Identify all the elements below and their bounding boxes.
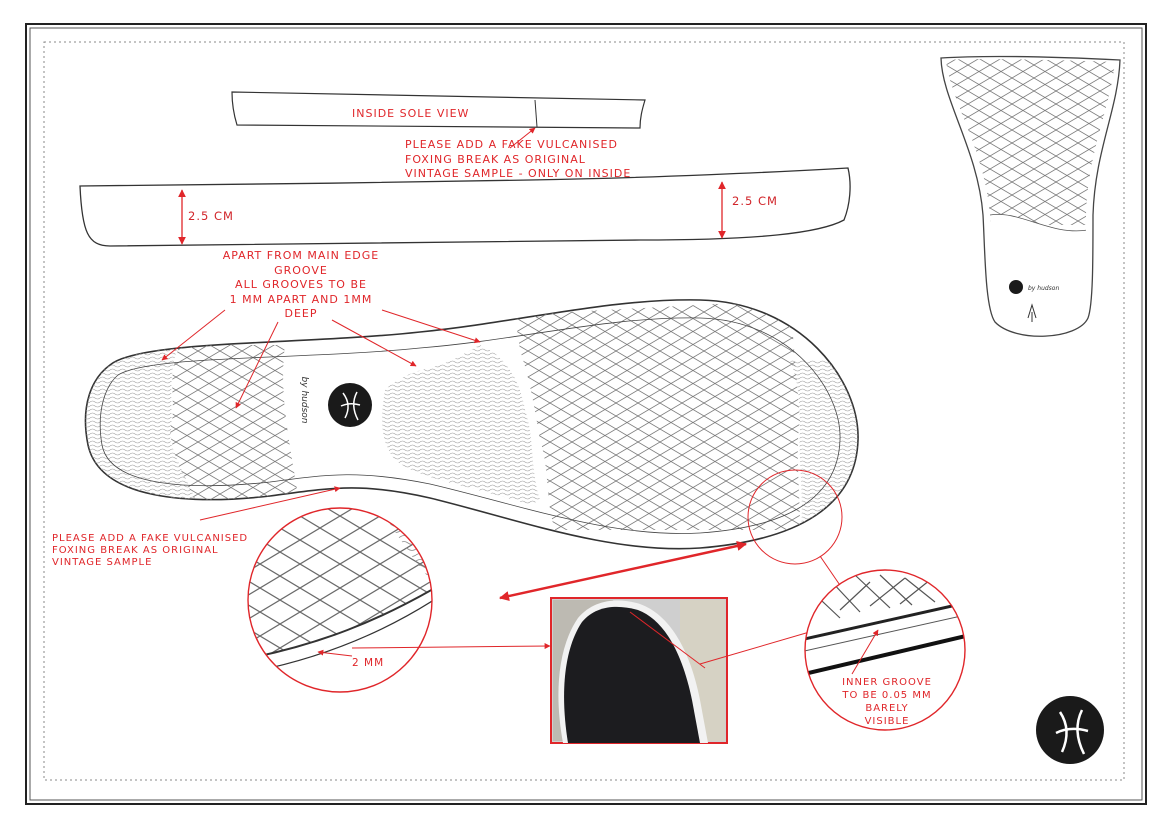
insole-logo-icon <box>1009 280 1023 294</box>
inner-frame <box>29 27 1143 801</box>
label-height-right: 2.5 CM <box>732 194 778 208</box>
foxing-arrow-top <box>509 127 536 149</box>
note-line: FOXING BREAK AS ORIGINAL <box>52 545 219 556</box>
note-line: FOXING BREAK AS ORIGINAL <box>405 152 586 166</box>
photo-link-line <box>351 643 551 650</box>
outsole-bottom-view <box>84 299 859 550</box>
note-line: GROOVE <box>274 263 328 277</box>
note-line: VINTAGE SAMPLE <box>52 557 153 568</box>
detail-circle-small <box>747 469 843 565</box>
note-line: PLEASE ADD A FAKE VULCANISED <box>405 138 618 151</box>
note-line: 1 MM APART AND 1MM <box>229 292 373 306</box>
groove-detail-zoom <box>804 569 966 731</box>
brand-script-sole: by hudson <box>299 377 309 424</box>
corner-logo-icon <box>1036 696 1104 764</box>
note-line: VINTAGE SAMPLE - ONLY ON INSIDE <box>405 167 632 180</box>
note-line: ALL GROOVES TO BE <box>235 278 367 291</box>
foxing-break-line <box>534 99 538 128</box>
brand-script-insole: by hudson <box>1028 285 1059 292</box>
note-line: PLEASE ADD A FAKE VULCANISED <box>52 533 249 544</box>
sample-photo <box>550 597 728 744</box>
label-edge-width: 2 MM <box>352 657 385 669</box>
note-line: DEEP <box>284 307 318 320</box>
groove-arrows <box>161 309 481 521</box>
note-inner-groove: INNER GROOVE TO BE 0.05 MM BARELY VISIBL… <box>832 676 942 728</box>
sole-logo-icon <box>328 383 372 427</box>
inner-groove-arrow <box>851 629 879 675</box>
insole-view: by hudson <box>940 55 1121 337</box>
edge-width-marker <box>317 649 353 657</box>
outer-frame <box>25 23 1147 805</box>
inside-sole-strip <box>231 91 646 129</box>
note-grooves: APART FROM MAIN EDGE GROOVE ALL GROOVES … <box>196 249 406 322</box>
edge-detail-zoom <box>247 507 433 693</box>
note-line: APART FROM MAIN EDGE <box>222 249 380 262</box>
note-line: INNER GROOVE <box>842 677 932 688</box>
label-height-left: 2.5 CM <box>188 209 234 223</box>
note-line: TO BE 0.05 MM <box>842 690 932 701</box>
note-line: BARELY <box>865 703 909 714</box>
zoom-arrow <box>499 541 747 601</box>
dashed-border <box>43 41 1125 781</box>
note-vulcanised-top: PLEASE ADD A FAKE VULCANISED FOXING BREA… <box>405 138 631 182</box>
heel-side-strip <box>79 167 851 247</box>
tree-mark-icon <box>1027 303 1037 322</box>
note-line: VISIBLE <box>864 716 910 727</box>
label-inside-sole-view: INSIDE SOLE VIEW <box>352 107 470 120</box>
note-vulcanised-bottom: PLEASE ADD A FAKE VULCANISED FOXING BREA… <box>52 533 248 569</box>
